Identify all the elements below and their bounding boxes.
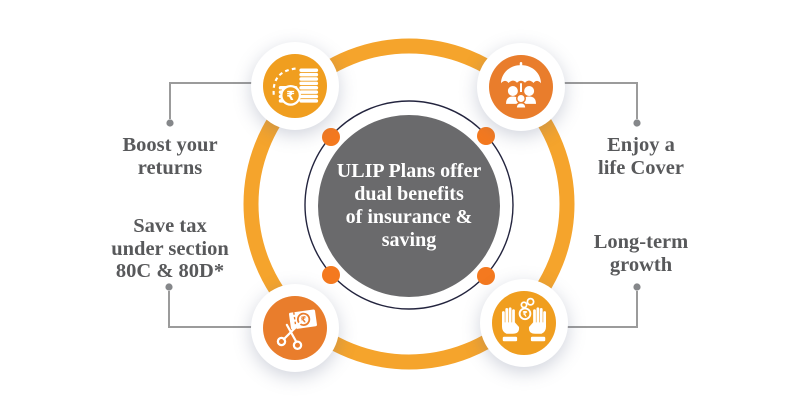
rupee-symbol: ₹ [300, 314, 307, 325]
label-line: life Cover [598, 156, 684, 179]
connector-dot [165, 283, 173, 291]
center-message-line: dual benefits [354, 183, 464, 205]
center-message-line: of insurance & [345, 206, 473, 228]
rupee-symbol: ₹ [286, 88, 295, 103]
label-line: growth [609, 253, 673, 276]
hands-coins-icon: ₹ [492, 291, 556, 355]
coins-growth-icon: ₹ [263, 54, 327, 118]
label-save-tax: Save tax under section 80C & 80D* [75, 215, 265, 283]
scissors-tax-cut-icon: ₹ [263, 296, 327, 360]
junction-dot [477, 267, 495, 285]
label-line: Long-term [593, 231, 689, 253]
label-line: Boost your [122, 134, 218, 156]
label-life-cover: Enjoy a life Cover [561, 134, 721, 179]
label-line: 80C & 80D* [115, 260, 225, 282]
orange-ring [243, 38, 575, 370]
label-boost-returns: Boost your returns [90, 134, 250, 179]
rupee-symbol: ₹ [522, 310, 527, 319]
connector-dot [633, 119, 641, 127]
umbrella-family-icon [489, 55, 553, 119]
benefit-node-returns: ₹ [251, 42, 339, 130]
benefit-node-growth: ₹ [480, 279, 568, 367]
label-line: under section [111, 237, 229, 260]
label-long-term-growth: Long-term growth [561, 231, 721, 276]
center-message-circle: ULIP Plans offer dual benefits of insura… [318, 115, 500, 297]
benefit-node-life-cover [477, 43, 565, 131]
connector-dot [633, 283, 641, 291]
connector-line [554, 291, 638, 328]
center-message-line: saving [381, 229, 437, 251]
junction-dot [322, 128, 340, 146]
label-line: Save tax [133, 215, 207, 237]
connector-dot [166, 119, 174, 127]
connector-line [169, 82, 262, 119]
benefit-node-save-tax: ₹ [251, 284, 339, 372]
junction-dot [477, 127, 495, 145]
junction-dot [322, 266, 340, 284]
center-message-line: ULIP Plans offer [336, 160, 482, 182]
connector-line [554, 82, 638, 119]
connector-line [168, 291, 262, 328]
label-line: returns [137, 156, 203, 179]
label-line: Enjoy a [607, 134, 675, 156]
navy-outline-circle [304, 100, 514, 310]
